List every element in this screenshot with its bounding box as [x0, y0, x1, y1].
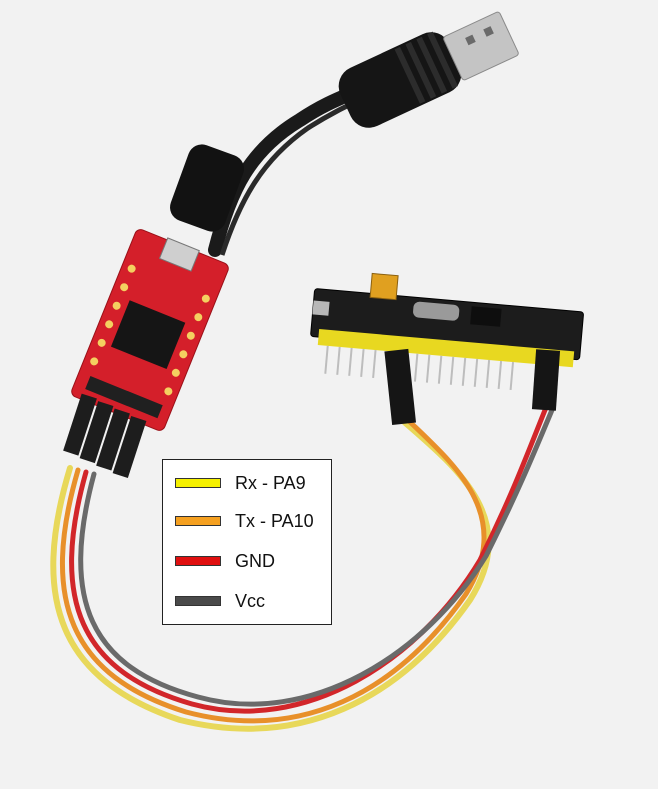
stm32-board: [310, 272, 584, 391]
legend-label-rx: Rx - PA9: [235, 473, 306, 493]
yellow-swatch: [175, 478, 221, 488]
red-swatch: [175, 556, 221, 566]
adapter-jumper-housings: [63, 393, 147, 479]
stm32-jumper-housings: [384, 348, 561, 426]
legend-item-gnd: GND: [175, 550, 327, 574]
legend-item-tx: Tx - PA10: [175, 510, 327, 534]
gray-swatch: [175, 596, 221, 606]
legend-label-vcc: Vcc: [235, 591, 266, 611]
usb-cable: [170, 11, 519, 257]
legend-item-rx: Rx - PA9: [175, 472, 327, 496]
legend-item-vcc: Vcc: [175, 590, 327, 614]
wire-legend: Rx - PA9 Tx - PA10 GND Vcc: [162, 459, 332, 625]
orange-swatch: [175, 516, 221, 526]
legend-label-tx: Tx - PA10: [235, 511, 314, 531]
jumper-wires: [50, 407, 555, 732]
usb-serial-board: [71, 229, 229, 431]
legend-label-gnd: GND: [235, 551, 275, 571]
